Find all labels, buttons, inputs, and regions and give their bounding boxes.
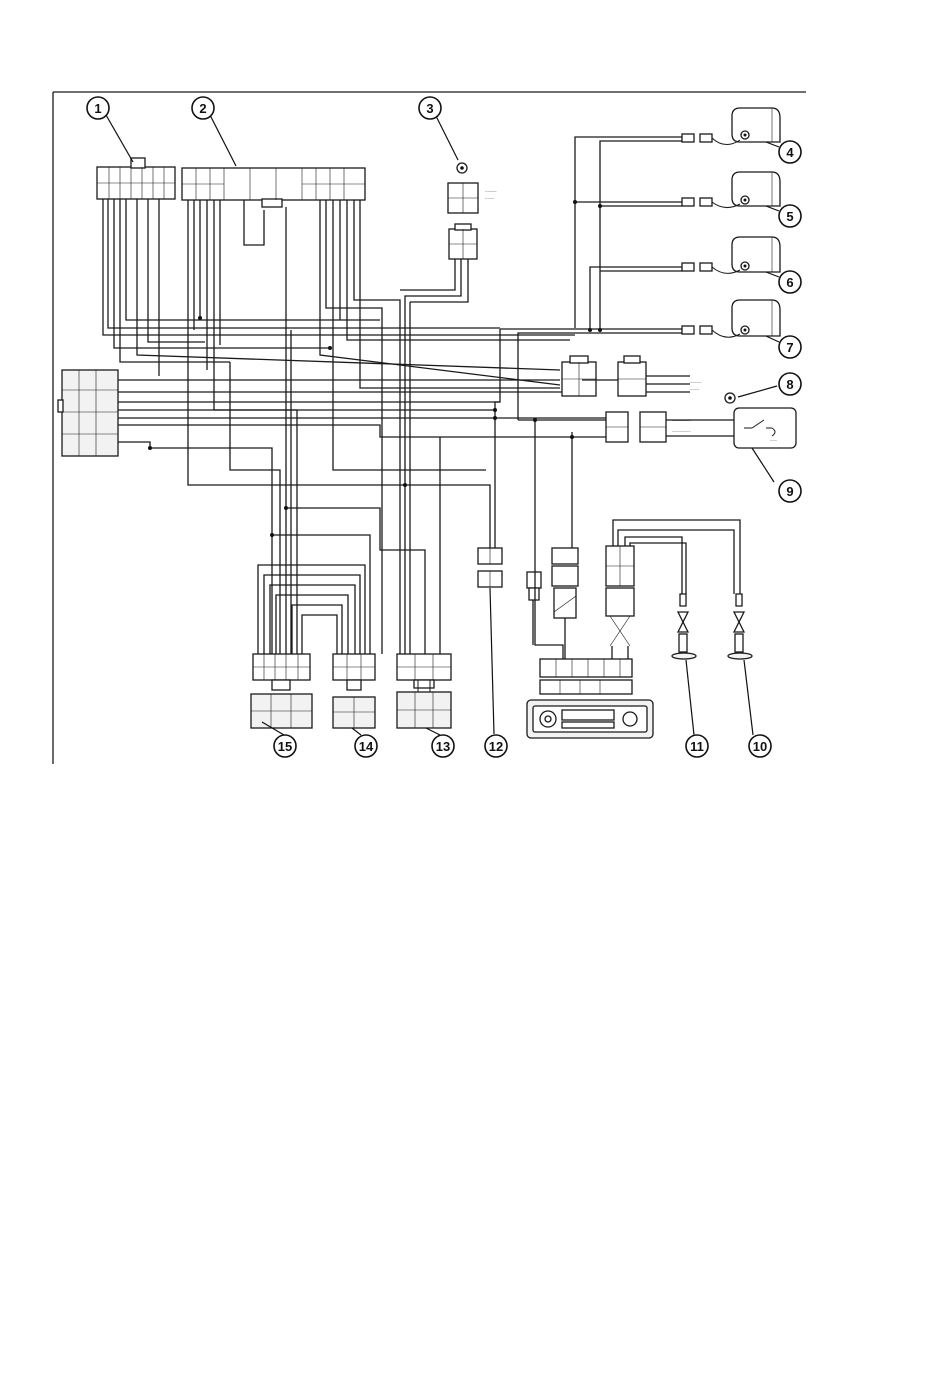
callout-9: 9	[779, 480, 801, 502]
left-connector	[58, 370, 118, 456]
connector-13	[397, 654, 451, 728]
switch-9: ~~~~~~~~ ~~~~~~~~ ~~~	[606, 408, 796, 448]
callout-3: 3	[419, 97, 441, 119]
antenna-11	[672, 594, 696, 659]
callout-4-label: 4	[786, 145, 794, 160]
callout-10-label: 10	[753, 739, 767, 754]
callout-8-label: 8	[786, 377, 793, 392]
svg-text:~~~~: ~~~~	[690, 387, 700, 392]
callout-14-label: 14	[359, 739, 374, 754]
connector-3: ~~~~~ ~~~~	[448, 163, 497, 259]
callout-9-label: 9	[786, 484, 793, 499]
callout-13-label: 13	[436, 739, 450, 754]
svg-text:~~~: ~~~	[770, 438, 778, 443]
speaker-4	[682, 108, 780, 145]
callout-2: 2	[192, 97, 214, 119]
wire-harness	[103, 137, 740, 659]
callout-15: 15	[274, 735, 296, 757]
callout-2-label: 2	[199, 101, 206, 116]
callout-4: 4	[779, 141, 801, 163]
connector-14	[333, 654, 375, 728]
connector-12	[478, 548, 502, 587]
svg-text:~~~~: ~~~~	[485, 196, 495, 201]
callout-14: 14	[355, 735, 377, 757]
antenna-10	[728, 594, 752, 659]
radio-unit	[527, 546, 653, 738]
callout-12-label: 12	[489, 739, 503, 754]
svg-text:~~~~~: ~~~~~	[485, 189, 497, 194]
connector-2	[182, 168, 365, 207]
speaker-7	[682, 300, 780, 337]
svg-text:~~~~~~~~: ~~~~~~~~	[672, 429, 691, 434]
callout-5: 5	[779, 205, 801, 227]
svg-text:~~~~~: ~~~~~	[690, 380, 702, 385]
callout-7: 7	[779, 336, 801, 358]
callout-6: 6	[779, 271, 801, 293]
callout-10: 10	[749, 735, 771, 757]
callout-13: 13	[432, 735, 454, 757]
callout-6-label: 6	[786, 275, 793, 290]
connector-1	[97, 158, 175, 199]
callout-1: 1	[87, 97, 109, 119]
connector-15	[251, 654, 312, 728]
callout-15-label: 15	[278, 739, 292, 754]
callout-7-label: 7	[786, 340, 793, 355]
callout-11-label: 11	[690, 739, 704, 754]
callout-11: 11	[686, 735, 708, 757]
callout-5-label: 5	[786, 209, 793, 224]
callout-12: 12	[485, 735, 507, 757]
callout-3-label: 3	[426, 101, 433, 116]
callout-8: 8	[779, 373, 801, 395]
speaker-5	[682, 172, 780, 208]
callout-1-label: 1	[94, 101, 101, 116]
speaker-6	[682, 237, 780, 273]
